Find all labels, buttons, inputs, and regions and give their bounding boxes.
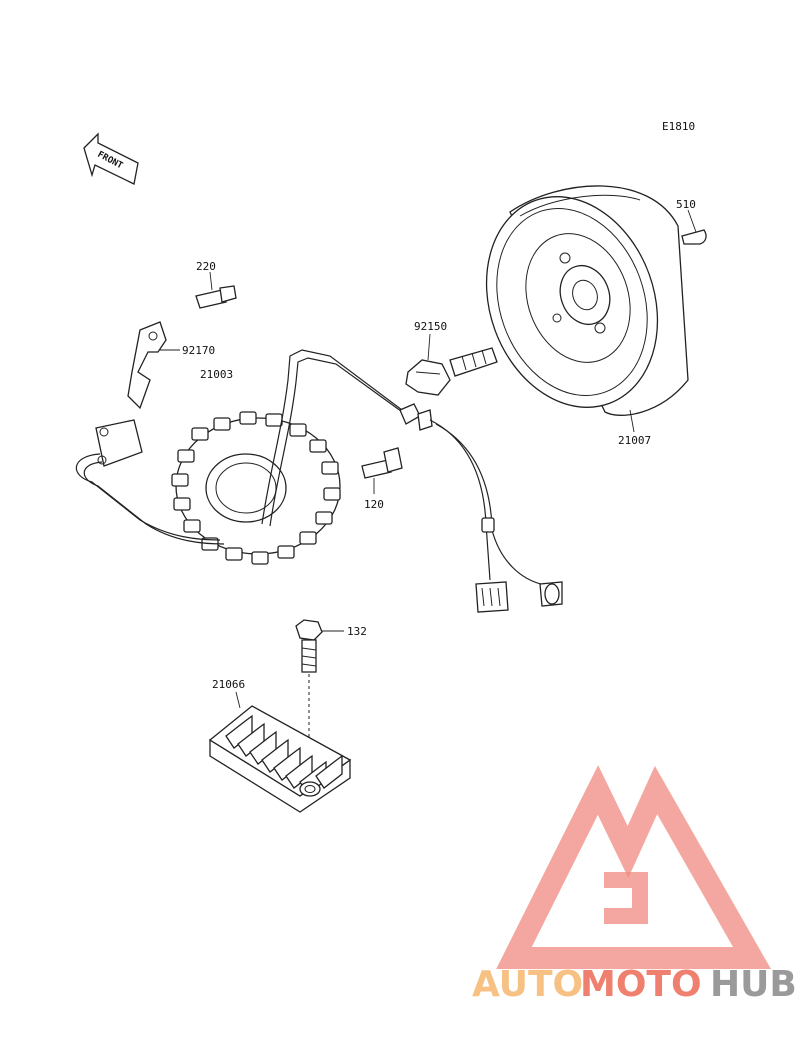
watermark-auto: AUTO — [472, 964, 583, 1005]
part-label-92150: 92150 — [414, 320, 447, 333]
part-label-132: 132 — [347, 625, 367, 638]
part-label-220: 220 — [196, 260, 216, 273]
part-label-21066: 21066 — [212, 678, 245, 691]
leader-lines — [160, 209, 697, 709]
stator-wire-harness — [261, 349, 563, 613]
bracket-bolt — [195, 285, 237, 309]
part-label-21003: 21003 — [200, 368, 233, 381]
stator-bolt — [361, 447, 403, 479]
pickup-coil — [95, 419, 143, 467]
diagram-code: E1810 — [662, 120, 695, 133]
rotor-bolt — [405, 347, 498, 396]
watermark-moto: MOTO — [580, 964, 702, 1005]
rotor-flywheel — [485, 185, 689, 416]
woodruff-key — [681, 229, 707, 245]
stator — [171, 411, 341, 565]
front-arrow-icon: FRONT — [83, 132, 139, 185]
regulator-bolt — [295, 619, 323, 780]
pickup-wire-harness — [75, 453, 225, 545]
part-label-120: 120 — [364, 498, 384, 511]
pickup-bracket — [127, 321, 167, 410]
regulator-rectifier — [208, 705, 352, 813]
part-label-510: 510 — [676, 198, 696, 211]
part-label-21007: 21007 — [618, 434, 651, 447]
part-label-92170: 92170 — [182, 344, 215, 357]
watermark-logo: AUTO MOTO HUB — [472, 765, 797, 1005]
watermark-hub: HUB — [710, 964, 797, 1005]
